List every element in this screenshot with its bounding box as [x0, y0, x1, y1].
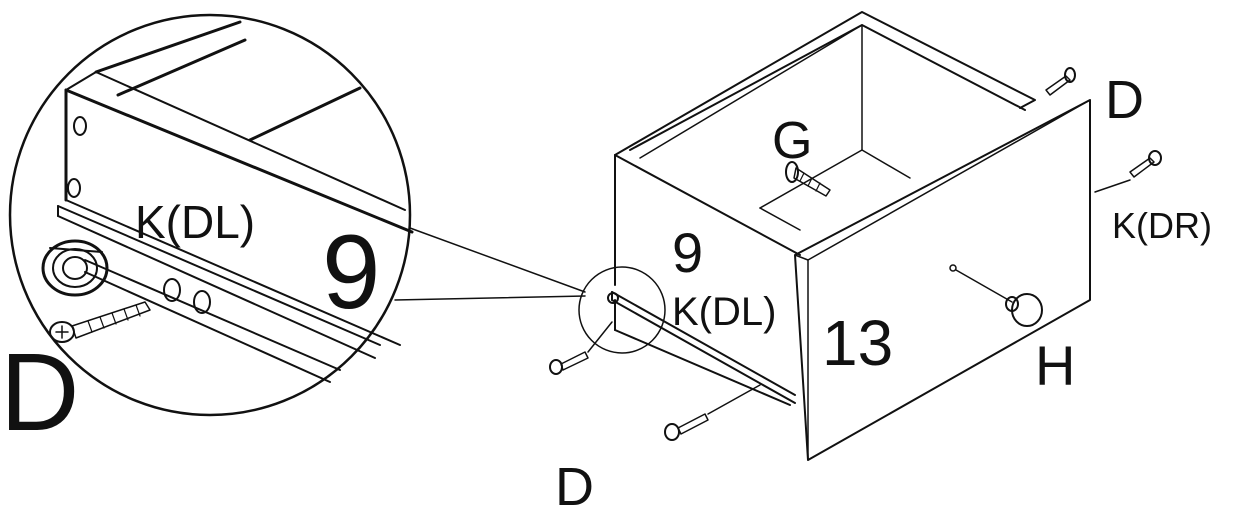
knob-h	[949, 264, 1043, 327]
screw-g	[785, 161, 831, 197]
zoom-slide-rail	[57, 205, 381, 383]
zoom-target-circle	[578, 266, 666, 354]
screw-kdr	[1094, 150, 1162, 193]
side-panel-number: 9	[672, 221, 703, 284]
zoom-screw-d	[49, 301, 151, 343]
zoom-detail-circle	[8, 13, 412, 417]
front-panel-number: 13	[822, 307, 893, 379]
callout-line-bottom	[394, 295, 586, 301]
back-screw-label: G	[772, 112, 812, 170]
screw-d-bottom	[664, 384, 761, 441]
screw-d-top	[1045, 67, 1076, 96]
knob-label: H	[1035, 334, 1075, 397]
callout-line-top	[409, 227, 586, 293]
zoom-roller-wheel	[41, 239, 109, 297]
screw-top-right-label: D	[1105, 70, 1144, 130]
drawer-slide-rail	[607, 291, 796, 404]
zoom-slide-label: K(DL)	[135, 196, 255, 248]
zoom-panel-number: 9	[322, 214, 380, 331]
screw-bottom-label: D	[555, 457, 594, 509]
zoom-screw-label: D	[0, 331, 79, 454]
drawer-box	[614, 11, 1091, 461]
zoom-panel	[64, 20, 414, 346]
screw-d-left	[549, 321, 613, 375]
side-slide-label: K(DL)	[672, 290, 776, 334]
slide-right-label: K(DR)	[1112, 205, 1212, 246]
